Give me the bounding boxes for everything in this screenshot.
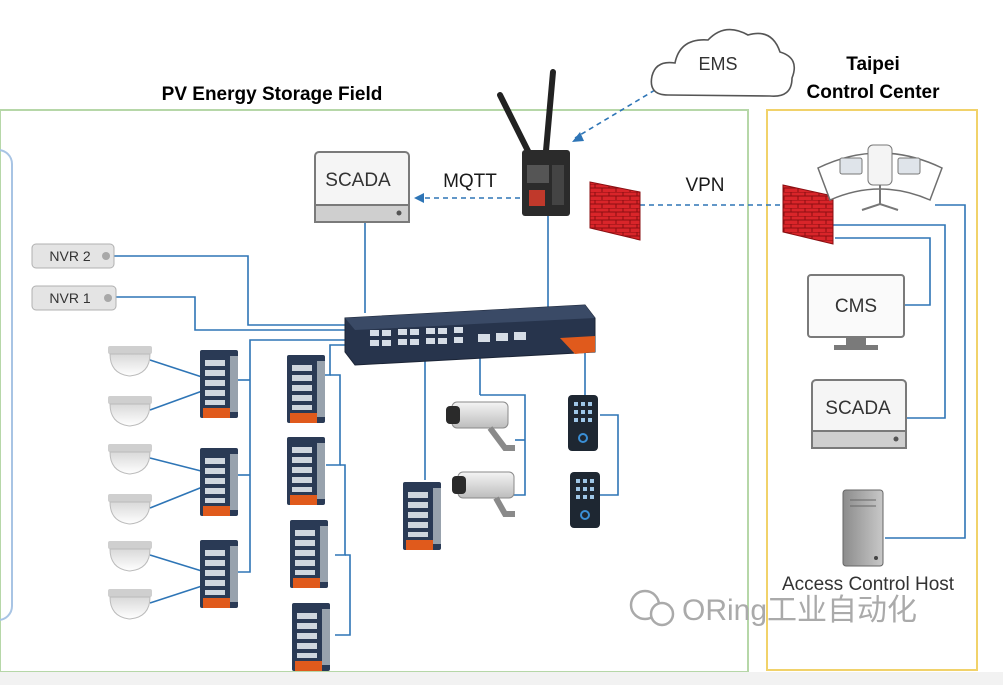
dome-camera-icon — [107, 395, 153, 427]
control-center-firewall-icon — [782, 184, 834, 245]
watermark-text: ORing工业自动化 — [682, 594, 917, 627]
cms-monitor-icon — [807, 274, 905, 350]
access-keypad-icon — [570, 472, 600, 528]
dome-camera-icon — [107, 493, 153, 525]
ems-cloud-icon — [650, 28, 796, 97]
wechat-logo-icon — [629, 589, 675, 627]
field-switch-icon — [290, 520, 328, 588]
cms-label: CMS — [835, 296, 877, 317]
field-switch-icon — [200, 448, 238, 516]
core-switch-icon — [344, 304, 596, 366]
field-switch-icon — [403, 482, 441, 550]
field-switch-icon — [287, 437, 325, 505]
side-panel-border — [0, 149, 13, 621]
cc-scada-label: SCADA — [825, 398, 891, 419]
vpn-label: VPN — [685, 175, 724, 196]
mqtt-label: MQTT — [443, 171, 497, 192]
access-control-host-icon — [842, 489, 884, 567]
field-switch-icon — [200, 350, 238, 418]
connection-lines — [112, 89, 966, 636]
arrow-to-router-icon — [572, 132, 584, 142]
nvr2-label: NVR 2 — [49, 248, 90, 264]
field-scada-label: SCADA — [325, 170, 391, 191]
field-switch-icon — [287, 355, 325, 423]
bullet-camera-icon — [446, 401, 515, 451]
field-switch-icon — [292, 603, 330, 671]
ems-label: EMS — [698, 54, 737, 74]
cellular-router-icon — [497, 69, 570, 216]
field-scada-monitor-icon — [314, 151, 410, 223]
control-center-title-line1: Taipei — [846, 54, 900, 75]
field-title: PV Energy Storage Field — [162, 84, 383, 105]
nvr1-label: NVR 1 — [49, 290, 90, 306]
bullet-camera-icon — [452, 471, 515, 517]
field-firewall-icon — [589, 181, 641, 241]
nvr2-icon — [31, 243, 115, 269]
dome-camera-icon — [107, 345, 153, 377]
control-center-title-line2: Control Center — [807, 82, 941, 103]
dome-camera-icon — [107, 540, 153, 572]
arrow-to-scada-icon — [414, 193, 424, 203]
field-switch-icon — [200, 540, 238, 608]
access-control-label: Access Control Host — [782, 574, 955, 595]
operator-console-icon — [817, 144, 943, 211]
access-keypad-icon — [568, 395, 598, 451]
dome-camera-icon — [107, 443, 153, 475]
nvr1-icon — [31, 285, 117, 311]
control-center-border — [766, 109, 978, 671]
bottom-strip — [0, 672, 1003, 685]
cc-scada-monitor-icon — [811, 379, 907, 449]
dome-camera-icon — [107, 588, 153, 620]
